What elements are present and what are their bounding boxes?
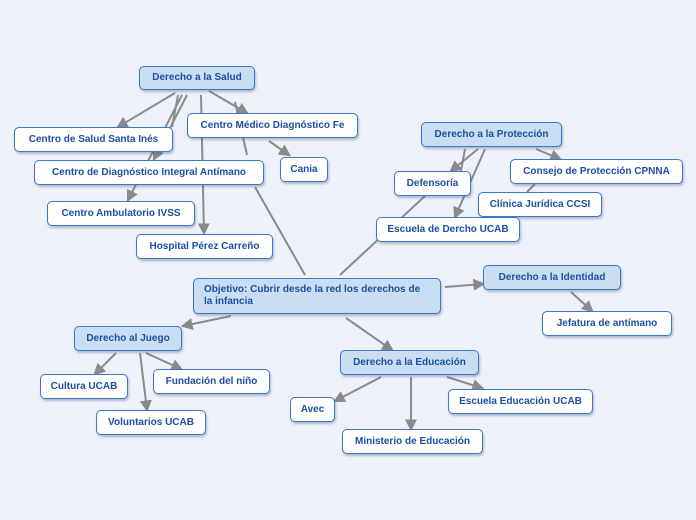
node-label: Avec xyxy=(300,403,325,415)
cania-node[interactable]: Cania xyxy=(280,157,328,182)
cultura-ucab-node[interactable]: Cultura UCAB xyxy=(40,374,128,399)
node-label: Escuela de Dercho UCAB xyxy=(387,223,509,235)
derecho-identidad-node[interactable]: Derecho a la Identidad xyxy=(483,265,621,290)
centro-salud-santa-ines-node[interactable]: Centro de Salud Santa Inés xyxy=(14,127,173,152)
node-label: Consejo de Protección CPNNA xyxy=(523,165,670,177)
node-label: Defensoría xyxy=(406,177,459,189)
connector-line xyxy=(208,90,250,115)
node-label: Centro Médico Diagnóstico Fe xyxy=(200,119,345,131)
escuela-derecho-ucab-node[interactable]: Escuela de Dercho UCAB xyxy=(376,217,520,242)
derecho-juego-label: Derecho al Juego xyxy=(86,332,170,344)
node-label: Ministerio de Educación xyxy=(354,435,471,447)
jefatura-antimano-node[interactable]: Jefatura de antímano xyxy=(542,311,672,336)
central-topic-label: Objetivo: Cubrir desde la red los derech… xyxy=(204,284,421,307)
consejo-proteccion-cpnna-node[interactable]: Consejo de Protección CPNNA xyxy=(510,159,683,184)
derecho-proteccion-node[interactable]: Derecho a la Protección xyxy=(421,122,562,147)
voluntarios-ucab-node[interactable]: Voluntarios UCAB xyxy=(96,410,206,435)
connector-line xyxy=(446,376,485,391)
node-label: Voluntarios UCAB xyxy=(108,416,194,428)
connector-line xyxy=(345,317,394,352)
derecho-educacion-node[interactable]: Derecho a la Educación xyxy=(340,350,479,375)
connector-line xyxy=(180,315,232,330)
centro-medico-diagnostico-fe-node[interactable]: Centro Médico Diagnóstico Fe xyxy=(187,113,358,138)
connector-line xyxy=(535,148,563,161)
centro-ambulatorio-ivss-node[interactable]: Centro Ambulatorio IVSS xyxy=(47,201,195,226)
node-label: Escuela Educación UCAB xyxy=(459,395,582,407)
ministerio-educacion-node[interactable]: Ministerio de Educación xyxy=(342,429,483,454)
clinica-juridica-ccsi-node[interactable]: Clínica Jurídica CCSI xyxy=(478,192,602,217)
connector-line xyxy=(171,94,179,128)
derecho-identidad-label: Derecho a la Identidad xyxy=(498,271,606,283)
node-label: Fundación del niño xyxy=(165,375,258,387)
connector-line xyxy=(254,186,306,276)
node-label: Cultura UCAB xyxy=(50,380,118,392)
node-label: Jefatura de antímano xyxy=(556,317,658,329)
connector-line xyxy=(526,183,536,193)
node-label: Centro de Diagnóstico Integral Antímano xyxy=(51,166,247,178)
connector-line xyxy=(570,291,594,313)
connector-line xyxy=(115,92,176,129)
derecho-proteccion-label: Derecho a la Protección xyxy=(434,128,549,140)
avec-node[interactable]: Avec xyxy=(290,397,335,422)
derecho-juego-node[interactable]: Derecho al Juego xyxy=(74,326,182,351)
derecho-salud-node[interactable]: Derecho a la Salud xyxy=(139,66,255,90)
node-label: Centro Ambulatorio IVSS xyxy=(61,207,181,219)
connector-line xyxy=(139,352,152,413)
connector-line xyxy=(449,148,479,173)
connector-line xyxy=(145,352,184,371)
central-topic-node[interactable]: Objetivo: Cubrir desde la red los derech… xyxy=(193,278,441,314)
hospital-perez-carreno-node[interactable]: Hospital Pérez Carreño xyxy=(136,234,273,259)
node-label: Cania xyxy=(290,163,318,175)
node-label: Hospital Pérez Carreño xyxy=(149,240,260,252)
fundacion-nino-node[interactable]: Fundación del niño xyxy=(153,369,270,394)
derecho-salud-label: Derecho a la Salud xyxy=(152,72,242,83)
node-label: Centro de Salud Santa Inés xyxy=(28,133,159,145)
escuela-educacion-ucab-node[interactable]: Escuela Educación UCAB xyxy=(448,389,593,414)
connector-line xyxy=(332,376,382,403)
node-label: Clínica Jurídica CCSI xyxy=(489,198,591,210)
connector-line xyxy=(93,352,117,376)
connector-line xyxy=(444,278,486,291)
connector-line xyxy=(268,140,291,157)
centro-diagnostico-integral-node[interactable]: Centro de Diagnóstico Integral Antímano xyxy=(34,160,264,185)
derecho-educacion-label: Derecho a la Educación xyxy=(353,356,466,368)
connector-line xyxy=(460,148,466,172)
defensoria-node[interactable]: Defensoría xyxy=(394,171,471,196)
